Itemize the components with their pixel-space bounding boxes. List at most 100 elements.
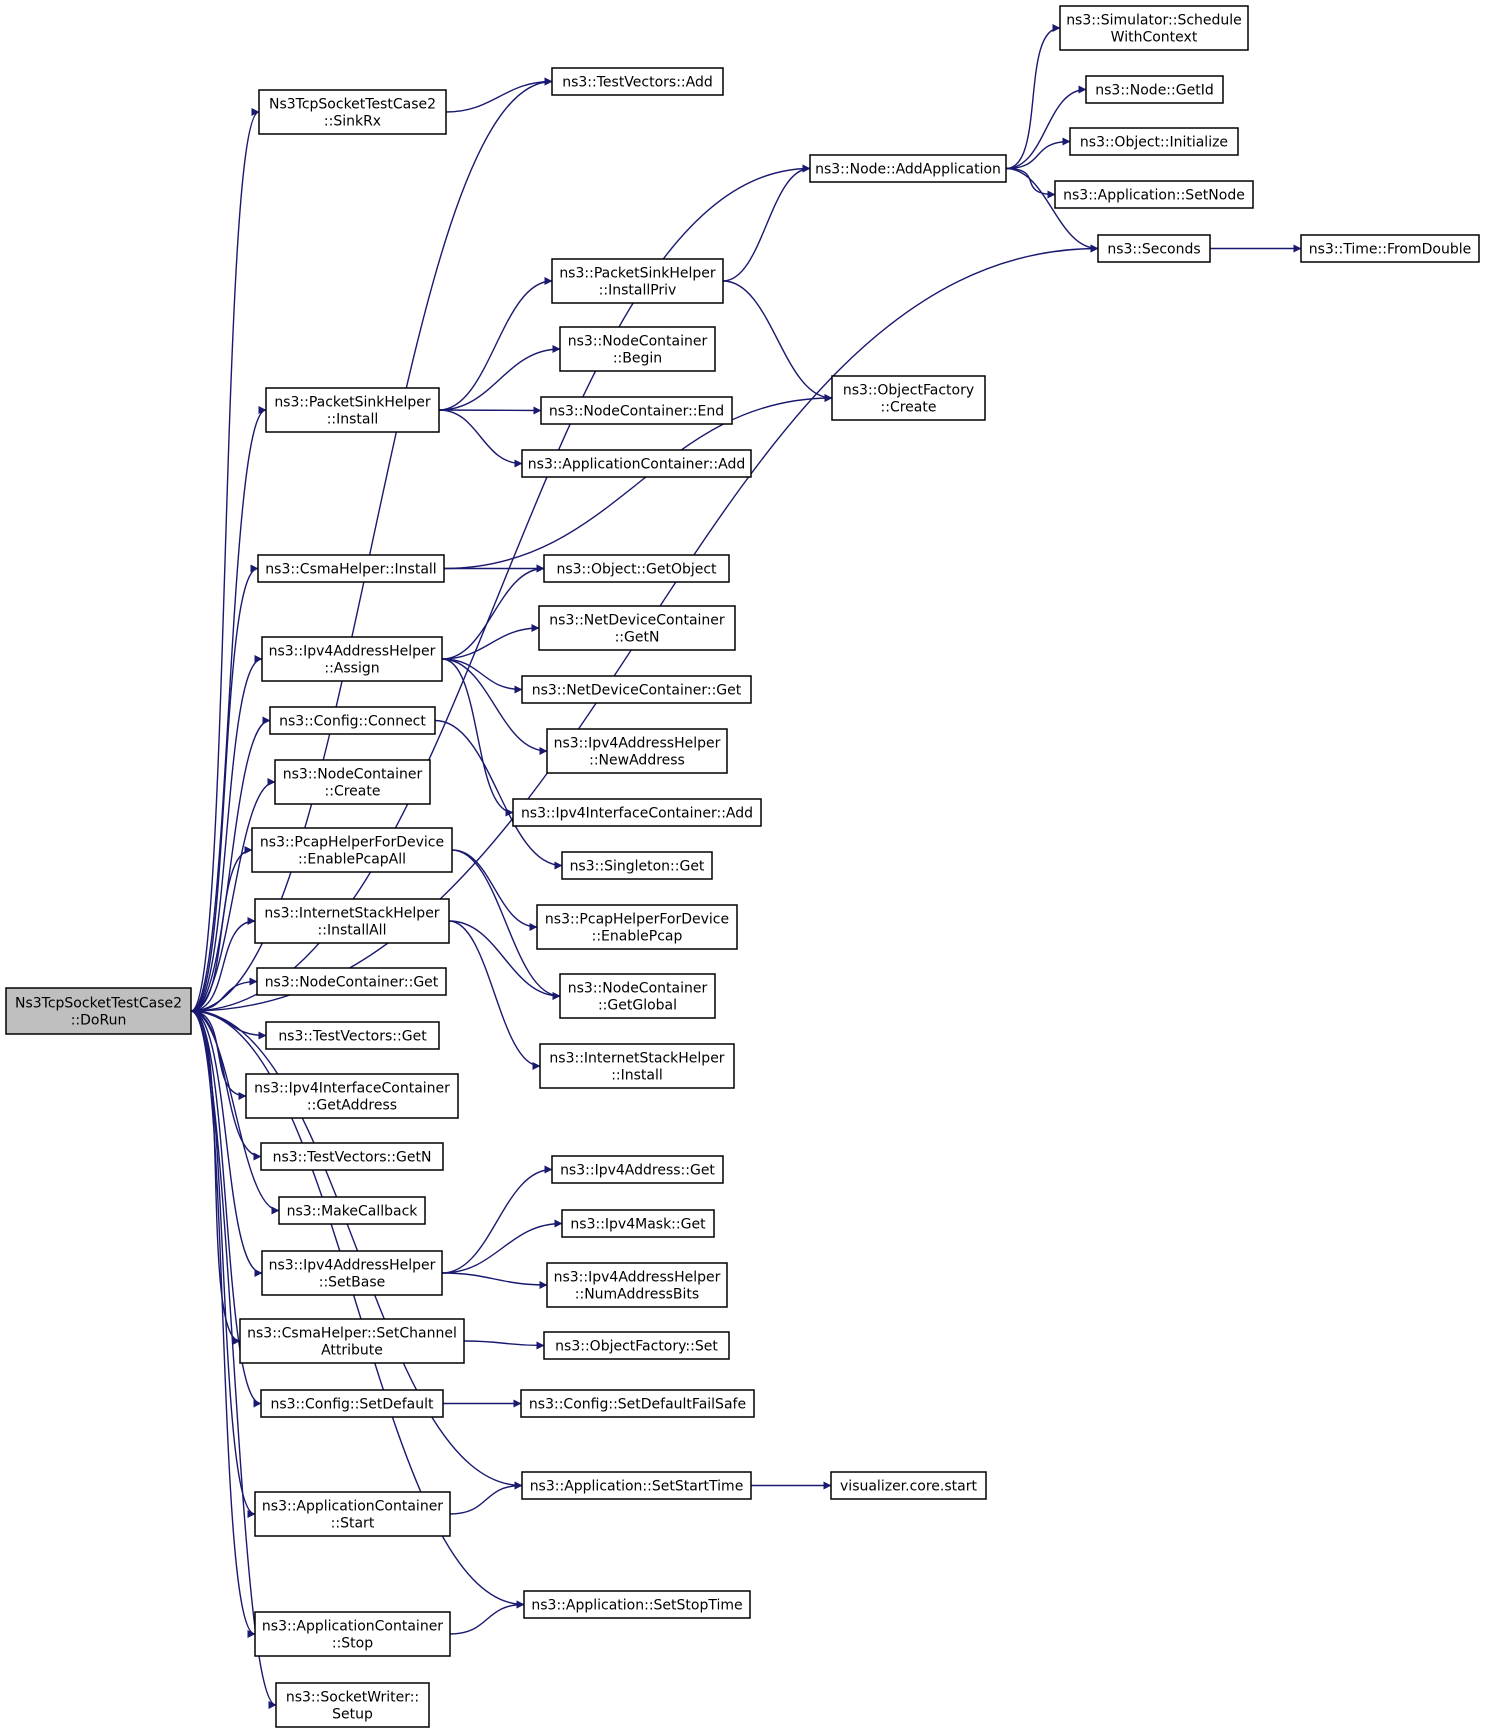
node-ac_start[interactable]: ns3::ApplicationContainer::Start	[254, 1491, 451, 1537]
edge-root-to-csma_install	[190, 564, 259, 1012]
node-label-ipv4ah_numbits-1: ::NumAddressBits	[575, 1287, 699, 1303]
node-label-nc_getglobal-1: ::GetGlobal	[598, 998, 677, 1014]
node-label-ac_add-0: ns3::ApplicationContainer::Add	[528, 457, 745, 473]
node-nc_end[interactable]: ns3::NodeContainer::End	[540, 396, 733, 425]
node-obj_getobject[interactable]: ns3::Object::GetObject	[543, 554, 730, 583]
edge-root-to-ipv4ah_assign	[190, 655, 263, 1012]
node-label-ipv4ah_setbase-1: ::SetBase	[319, 1275, 386, 1291]
edge-cfg_connect-to-singleton_get	[434, 719, 563, 870]
node-ipv4ah_newaddr[interactable]: ns3::Ipv4AddressHelper::NewAddress	[546, 728, 728, 774]
node-tv_get[interactable]: ns3::TestVectors::Get	[265, 1021, 440, 1050]
edge-node_addapp-to-seconds	[1005, 167, 1099, 253]
node-label-nc_begin-1: ::Begin	[613, 351, 662, 367]
node-cfg_connect[interactable]: ns3::Config::Connect	[269, 706, 436, 735]
node-psh_install[interactable]: ns3::PacketSinkHelper::Install	[265, 387, 440, 433]
node-box-psh_installpriv	[551, 258, 724, 304]
node-box-nc_getglobal	[559, 973, 716, 1019]
node-box-ac_stop	[254, 1611, 451, 1657]
node-tv_getn[interactable]: ns3::TestVectors::GetN	[260, 1142, 444, 1171]
node-box-ac_start	[254, 1491, 451, 1537]
node-obj_init[interactable]: ns3::Object::Initialize	[1069, 127, 1239, 156]
node-ipv4ah_setbase[interactable]: ns3::Ipv4AddressHelper::SetBase	[261, 1250, 443, 1296]
node-box-sinkrx	[258, 89, 447, 135]
node-seconds[interactable]: ns3::Seconds	[1097, 234, 1211, 263]
node-nc_get[interactable]: ns3::NodeContainer::Get	[256, 967, 447, 996]
node-singleton_get[interactable]: ns3::Singleton::Get	[561, 851, 713, 880]
node-label-sinkrx-0: Ns3TcpSocketTestCase2	[269, 97, 436, 113]
node-label-of_create-1: ::Create	[881, 400, 937, 416]
node-ipv4mask_get[interactable]: ns3::Ipv4Mask::Get	[561, 1209, 715, 1238]
node-box-singleton_get	[561, 851, 713, 880]
node-box-node_addapp	[809, 154, 1007, 183]
node-ipv4ic_getaddr[interactable]: ns3::Ipv4InterfaceContainer::GetAddress	[245, 1073, 459, 1119]
edge-root-to-sockwriter	[190, 1010, 277, 1709]
node-tv_add[interactable]: ns3::TestVectors::Add	[551, 67, 724, 96]
node-label-nc_create-1: ::Create	[325, 784, 381, 800]
edge-ac_start-to-app_setstart	[449, 1481, 523, 1515]
node-nc_begin[interactable]: ns3::NodeContainer::Begin	[559, 326, 716, 372]
node-makecallback[interactable]: ns3::MakeCallback	[278, 1196, 426, 1225]
edge-ipv4ah_setbase-to-ipv4mask_get	[441, 1219, 563, 1274]
edge-psh_install-to-nc_begin	[438, 345, 561, 411]
node-ndc_getn[interactable]: ns3::NetDeviceContainer::GetN	[538, 605, 736, 651]
node-label-app_setstop-0: ns3::Application::SetStopTime	[531, 1598, 742, 1614]
node-pcap_all[interactable]: ns3::PcapHelperForDevice::EnablePcapAll	[251, 827, 453, 873]
node-label-sinkrx-1: ::SinkRx	[324, 114, 381, 130]
node-of_set[interactable]: ns3::ObjectFactory::Set	[543, 1331, 730, 1360]
node-box-time_fromdbl	[1300, 234, 1480, 263]
edge-root-to-node_addapp	[190, 164, 811, 1012]
node-label-ndc_getn-0: ns3::NetDeviceContainer	[549, 613, 725, 629]
node-time_fromdbl[interactable]: ns3::Time::FromDouble	[1300, 234, 1480, 263]
node-ipv4ah_numbits[interactable]: ns3::Ipv4AddressHelper::NumAddressBits	[546, 1262, 728, 1308]
edge-psh_install-to-ac_add	[438, 409, 523, 468]
node-label-cfg_failsafe-0: ns3::Config::SetDefaultFailSafe	[529, 1397, 746, 1413]
node-label-ac_start-1: ::Start	[331, 1516, 375, 1532]
node-label-time_fromdbl-0: ns3::Time::FromDouble	[1309, 242, 1472, 258]
node-box-nc_get	[256, 967, 447, 996]
node-app_setstop[interactable]: ns3::Application::SetStopTime	[523, 1590, 751, 1619]
node-root[interactable]: Ns3TcpSocketTestCase2::DoRun	[5, 987, 192, 1035]
node-sinkrx[interactable]: Ns3TcpSocketTestCase2::SinkRx	[258, 89, 447, 135]
node-psh_installpriv[interactable]: ns3::PacketSinkHelper::InstallPriv	[551, 258, 724, 304]
node-cfg_failsafe[interactable]: ns3::Config::SetDefaultFailSafe	[520, 1389, 755, 1418]
edge-ipv4ah_assign-to-obj_getobject	[441, 564, 545, 660]
node-nc_create[interactable]: ns3::NodeContainer::Create	[274, 759, 431, 805]
edge-csma_setchan-to-of_set	[463, 1340, 545, 1350]
node-box-obj_init	[1069, 127, 1239, 156]
node-ipv4ah_assign[interactable]: ns3::Ipv4AddressHelper::Assign	[261, 636, 443, 682]
node-label-ipv4ah_assign-0: ns3::Ipv4AddressHelper	[269, 644, 436, 660]
edge-node_addapp-to-app_setnode	[1005, 167, 1056, 199]
node-csma_install[interactable]: ns3::CsmaHelper::Install	[257, 554, 445, 583]
node-box-nc_create	[274, 759, 431, 805]
node-sockwriter[interactable]: ns3::SocketWriter::Setup	[275, 1682, 430, 1728]
node-ndc_get[interactable]: ns3::NetDeviceContainer::Get	[521, 675, 752, 704]
node-node_getid[interactable]: ns3::Node::GetId	[1085, 75, 1224, 104]
node-label-cfg_setdefault-0: ns3::Config::SetDefault	[270, 1397, 434, 1413]
node-pcap_enable[interactable]: ns3::PcapHelperForDevice::EnablePcap	[536, 904, 738, 950]
node-box-app_setstart	[521, 1471, 752, 1500]
node-label-ish_installall-0: ns3::InternetStackHelper	[264, 906, 439, 922]
node-ish_install[interactable]: ns3::InternetStackHelper::Install	[539, 1043, 735, 1089]
node-label-obj_init-0: ns3::Object::Initialize	[1080, 135, 1228, 151]
node-cfg_setdefault[interactable]: ns3::Config::SetDefault	[260, 1389, 444, 1418]
node-app_setstart[interactable]: ns3::Application::SetStartTime	[521, 1471, 752, 1500]
node-of_create[interactable]: ns3::ObjectFactory::Create	[831, 375, 986, 421]
node-ipv4addr_get[interactable]: ns3::Ipv4Address::Get	[551, 1155, 724, 1184]
node-ac_add[interactable]: ns3::ApplicationContainer::Add	[521, 449, 752, 478]
node-nc_getglobal[interactable]: ns3::NodeContainer::GetGlobal	[559, 973, 716, 1019]
node-ish_installall[interactable]: ns3::InternetStackHelper::InstallAll	[254, 898, 450, 944]
node-label-ipv4addr_get-0: ns3::Ipv4Address::Get	[560, 1163, 715, 1179]
node-ipv4ic_add[interactable]: ns3::Ipv4InterfaceContainer::Add	[512, 798, 762, 827]
node-label-sockwriter-0: ns3::SocketWriter::	[286, 1690, 419, 1706]
node-label-nc_get-0: ns3::NodeContainer::Get	[265, 975, 439, 991]
node-label-app_setnode-0: ns3::Application::SetNode	[1063, 188, 1245, 204]
node-ac_stop[interactable]: ns3::ApplicationContainer::Stop	[254, 1611, 451, 1657]
edge-node_addapp-to-obj_init	[1005, 137, 1071, 170]
node-label-ac_stop-0: ns3::ApplicationContainer	[262, 1619, 443, 1635]
node-node_addapp[interactable]: ns3::Node::AddApplication	[809, 154, 1007, 183]
node-app_setnode[interactable]: ns3::Application::SetNode	[1054, 180, 1254, 209]
node-label-psh_install-1: ::Install	[327, 412, 379, 428]
node-viz_start[interactable]: visualizer.core.start	[830, 1471, 987, 1500]
